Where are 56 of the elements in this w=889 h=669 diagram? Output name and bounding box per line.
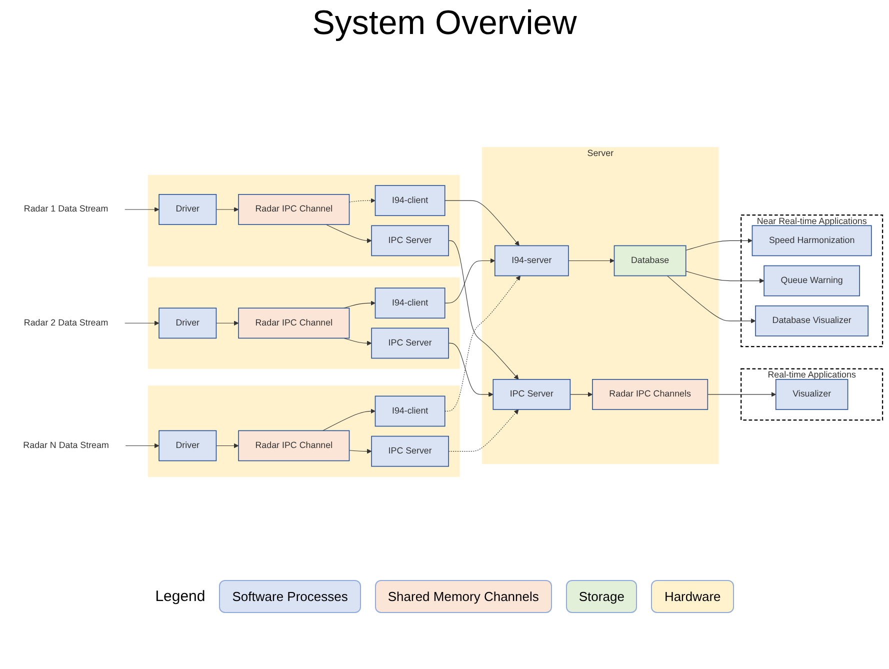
arrow	[448, 342, 494, 397]
node-text: Radar 2 Data Stream	[24, 318, 108, 328]
node-box: IPC Server	[492, 379, 571, 410]
node-box: Radar IPC Channel	[238, 430, 350, 462]
node-box: Speed Harmonization	[752, 225, 872, 256]
arrow	[686, 238, 752, 251]
node-box: Driver	[158, 308, 217, 339]
arrow	[124, 320, 160, 326]
node-box: I94-server	[494, 245, 569, 276]
diagram-title: System Overview	[311, 4, 578, 44]
node-box: Radar IPC Channel	[238, 308, 350, 339]
legend-swatch: Hardware	[651, 580, 734, 613]
arrow	[216, 443, 239, 448]
node-text: Radar N Data Stream	[23, 440, 109, 450]
legend-swatch: Storage	[566, 580, 638, 613]
arrow	[348, 198, 376, 204]
arrow	[344, 300, 376, 308]
arrow	[344, 338, 372, 346]
node-box: Visualizer	[775, 379, 848, 410]
node-box: Database	[614, 245, 686, 276]
node-box: Queue Warning	[764, 265, 860, 296]
arrow	[348, 448, 372, 454]
node-text: Radar 1 Data Stream	[24, 204, 108, 214]
node-box: Radar IPC Channels	[592, 379, 708, 410]
cluster	[148, 386, 460, 477]
node-box: I94-client	[374, 396, 446, 427]
cluster	[148, 277, 460, 369]
arrow	[707, 392, 776, 397]
arrow	[322, 408, 376, 431]
node-box: IPC Server	[371, 225, 449, 256]
legend-swatch: Shared Memory Channels	[374, 580, 552, 613]
legend-swatch: Software Processes	[219, 580, 361, 613]
arrow	[124, 207, 160, 212]
cluster	[148, 174, 460, 266]
node-box: I94-client	[374, 185, 446, 216]
legend-heading: Legend	[155, 588, 206, 605]
arrow	[444, 258, 496, 304]
arrow	[125, 443, 160, 448]
node-box: IPC Server	[371, 436, 449, 467]
arrow	[568, 258, 614, 264]
arrow	[216, 207, 239, 212]
arrow	[444, 200, 520, 246]
arrow	[448, 240, 519, 380]
node-box: Database Visualizer	[755, 305, 869, 336]
arrow	[444, 276, 521, 412]
node-box: Radar IPC Channel	[238, 194, 350, 225]
arrow	[666, 276, 756, 324]
arrow	[686, 270, 764, 284]
arrow	[216, 320, 239, 326]
node-box: Driver	[158, 194, 217, 225]
node-box: I94-client	[374, 288, 446, 319]
node-box: Driver	[158, 430, 217, 462]
arrow	[448, 409, 519, 452]
arrow	[570, 392, 593, 397]
node-box: IPC Server	[371, 328, 449, 359]
arrow	[326, 224, 372, 244]
